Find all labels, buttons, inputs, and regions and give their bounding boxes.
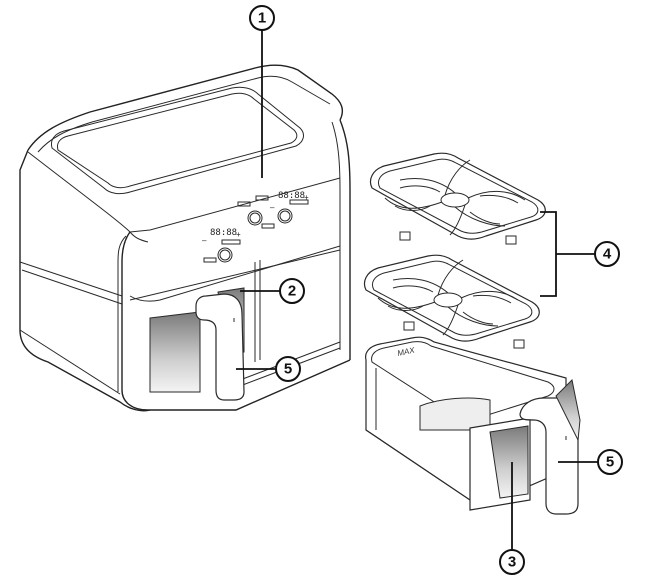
crisper-plates bbox=[363, 152, 596, 349]
callout-1: 1 bbox=[249, 5, 275, 178]
svg-text:2: 2 bbox=[288, 283, 296, 300]
right-display: 88:88 bbox=[278, 191, 305, 201]
svg-text:4: 4 bbox=[603, 246, 612, 263]
svg-text:5: 5 bbox=[284, 361, 292, 378]
svg-text:–: – bbox=[270, 203, 275, 212]
control-panel: 88:88 88:88 + + – – bbox=[202, 191, 309, 263]
crisper-plate-lower bbox=[363, 254, 540, 349]
max-fill-mark: MAX bbox=[397, 345, 416, 358]
crisper-plate-upper bbox=[369, 152, 546, 245]
callout-5: 5 bbox=[236, 356, 301, 382]
svg-text:–: – bbox=[202, 236, 207, 245]
left-display: 88:88 bbox=[210, 228, 237, 238]
svg-text:+: + bbox=[236, 230, 241, 239]
svg-text:5: 5 bbox=[606, 454, 614, 471]
svg-text:+: + bbox=[304, 193, 309, 202]
callout-3: 3 bbox=[499, 462, 525, 575]
basket: MAX bbox=[365, 336, 581, 515]
callout-4: 4 bbox=[594, 241, 620, 267]
main-unit bbox=[19, 64, 351, 412]
svg-text:3: 3 bbox=[508, 554, 516, 571]
callout-2: 2 bbox=[240, 278, 305, 304]
callout-5-basket: 5 bbox=[558, 449, 623, 475]
svg-text:1: 1 bbox=[258, 10, 266, 27]
